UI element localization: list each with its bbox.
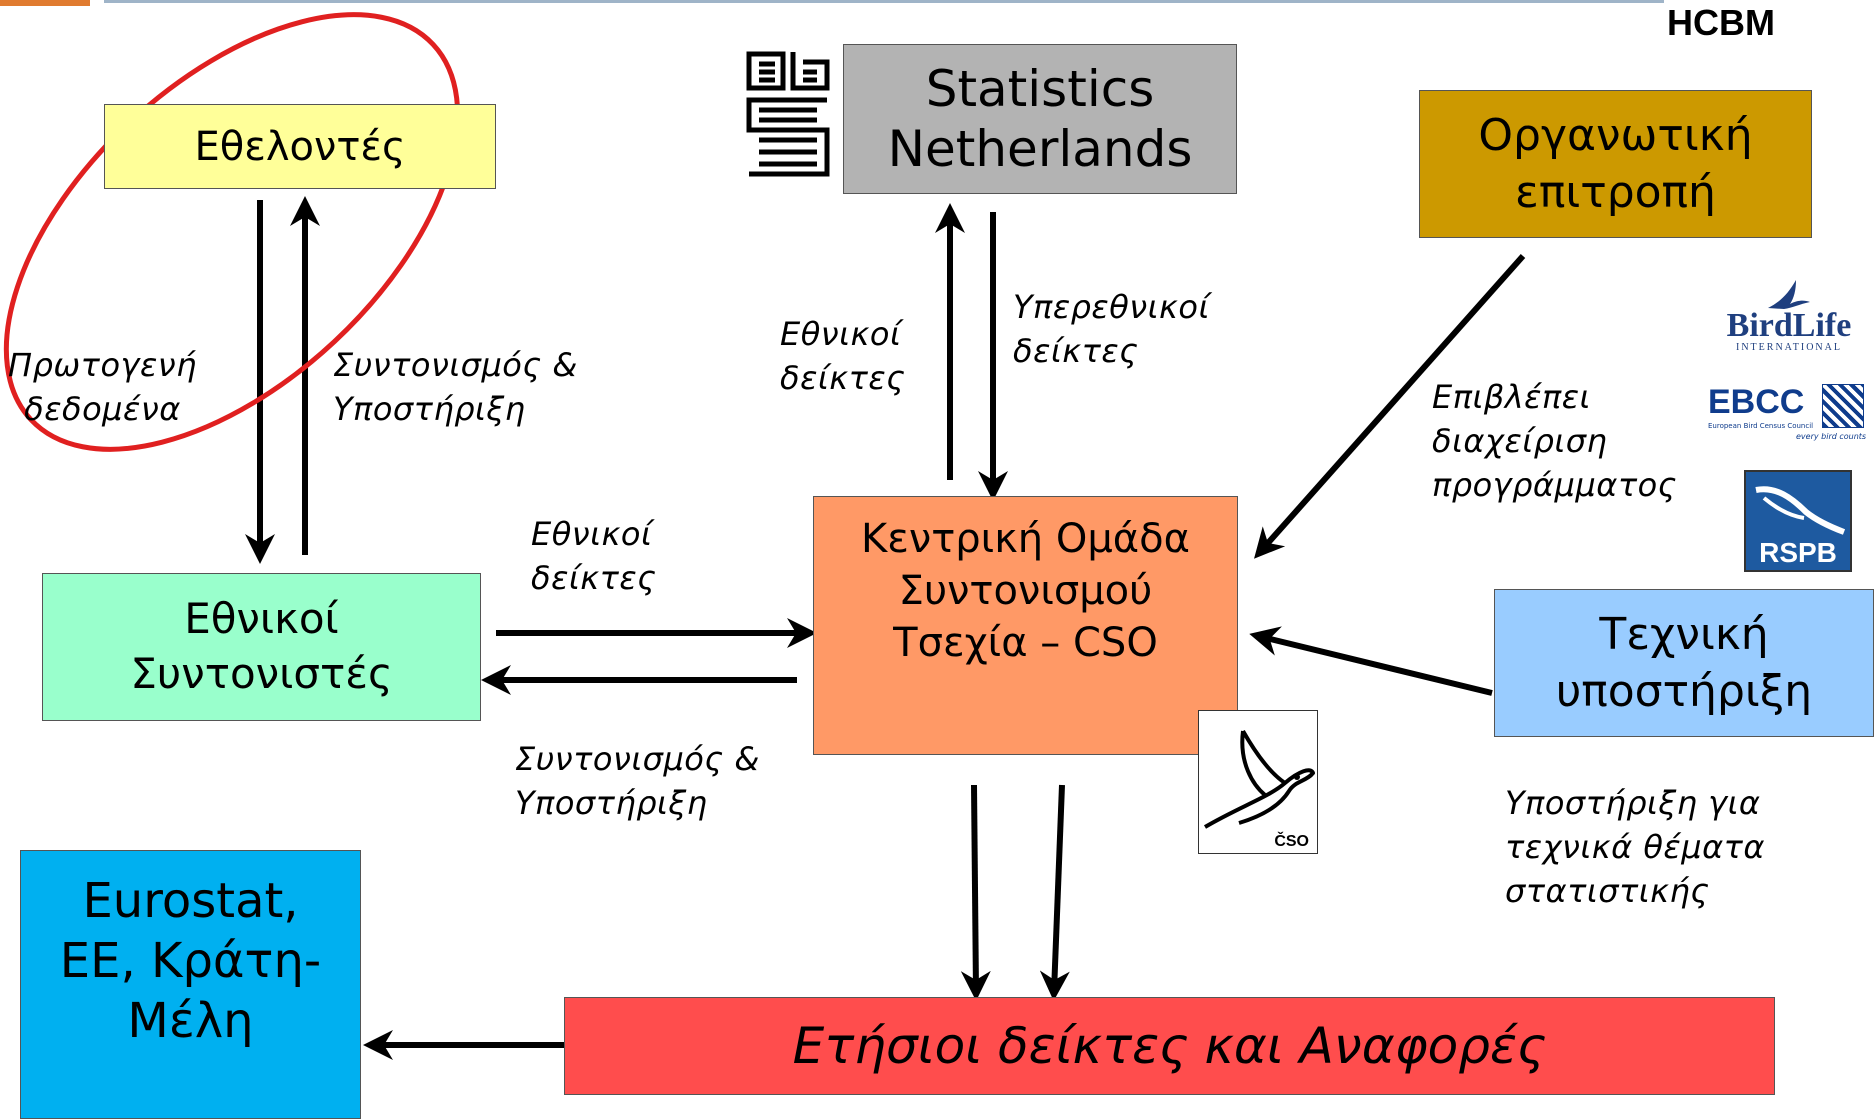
cso-label: Κεντρική Ομάδα Συντονισμού Τσεχία – CSO	[861, 516, 1190, 666]
arrow-cso-to-reports-2	[1039, 784, 1070, 1001]
cso-bird-icon	[1203, 730, 1315, 829]
national-coordinators-box: Εθνικοί Συντονιστές	[42, 573, 481, 721]
ebcc-birds-icon	[1822, 384, 1864, 428]
tech-support-desc-label: Υποστήριξη για τεχνικά θέματα στατιστική…	[1505, 784, 1766, 911]
national-coordinators-label: Εθνικοί Συντονιστές	[130, 594, 393, 698]
ebcc-wordmark: EBCC	[1708, 383, 1805, 421]
cbs-logo-icon	[746, 51, 830, 177]
technical-support-box: Τεχνική υποστήριξη	[1494, 589, 1874, 737]
coord-support-mid-label: Συντονισμός & Υποστήριξη	[515, 740, 760, 823]
arrow-cso-to-reports-1	[960, 784, 991, 1001]
ebcc-subtitle: European Bird Census Council	[1708, 422, 1814, 430]
header-tag: HCBM	[1667, 2, 1775, 43]
cso-logo-wordmark: ČSO	[1274, 833, 1309, 850]
rspb-bird-icon	[1755, 486, 1846, 535]
arrow-techsupport-to-cso	[1249, 626, 1493, 696]
technical-support-label: Τεχνική υποστήριξη	[1555, 608, 1813, 717]
eurostat-box: Eurostat, ΕΕ, Κράτη- Μέλη	[20, 850, 361, 1119]
arrow-committee-to-cso	[1254, 254, 1526, 559]
organizing-committee-box: Οργανωτική επιτροπή	[1419, 90, 1812, 238]
birdlife-wordmark: BirdLife	[1726, 307, 1852, 344]
birdlife-logo: BirdLife INTERNATIONAL	[1718, 278, 1860, 360]
volunteers-label: Εθελοντές	[194, 123, 406, 170]
cso-box: Κεντρική Ομάδα Συντονισμού Τσεχία – CSO	[813, 496, 1238, 755]
ebcc-logo: EBCC European Bird Census Council every …	[1704, 383, 1867, 446]
national-indices-top-label: Εθνικοί δείκτες	[780, 315, 906, 398]
primary-data-label: Πρωτογενή δεδομένα	[8, 346, 197, 429]
ebcc-tagline: every bird counts	[1796, 432, 1867, 441]
statistics-netherlands-box: Statistics Netherlands	[843, 44, 1237, 194]
eurostat-label: Eurostat, ΕΕ, Κράτη- Μέλη	[59, 873, 322, 1049]
highlight-ellipse	[3, 12, 461, 452]
rspb-logo: RSPB	[1744, 470, 1852, 572]
organizing-committee-label: Οργανωτική επιτροπή	[1478, 109, 1753, 218]
statistics-netherlands-label: Statistics Netherlands	[887, 60, 1193, 178]
rspb-wordmark: RSPB	[1759, 537, 1837, 568]
coord-support-top-label: Συντονισμός & Υποστήριξη	[333, 346, 578, 429]
supranational-indices-label: Υπερεθνικοί δείκτες	[1013, 288, 1210, 371]
header-accent-bar	[0, 0, 90, 6]
birdlife-subtitle: INTERNATIONAL	[1736, 342, 1842, 353]
supervises-label: Επιβλέπει διαχείριση προγράμματος	[1432, 378, 1677, 505]
volunteers-box: Εθελοντές	[104, 104, 496, 189]
header-rule	[104, 0, 1664, 3]
cso-logo: ČSO	[1198, 710, 1318, 854]
annual-reports-label: Ετήσιοι δείκτες και Αναφορές	[792, 1016, 1547, 1075]
annual-reports-box: Ετήσιοι δείκτες και Αναφορές	[564, 997, 1775, 1095]
national-indices-mid-label: Εθνικοί δείκτες	[531, 515, 657, 598]
birdlife-bird-icon	[1768, 280, 1810, 309]
